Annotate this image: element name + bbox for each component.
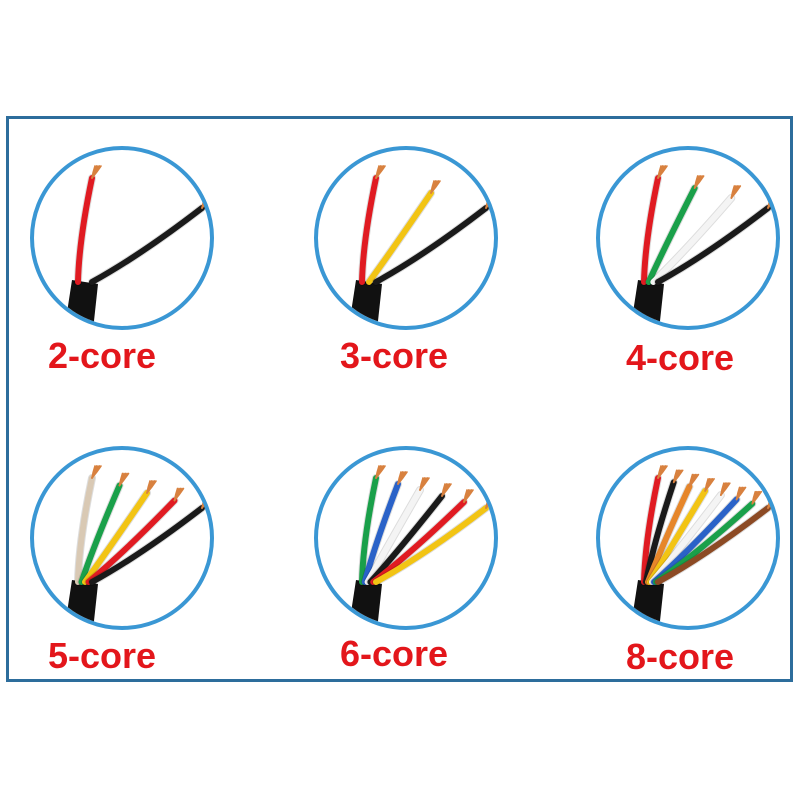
wire-1	[75, 475, 95, 585]
circle-frame	[30, 146, 214, 330]
copper-tip-1	[375, 465, 386, 479]
cable-card-2-core	[22, 138, 222, 398]
copper-tip-5	[720, 482, 731, 496]
wire-5	[89, 505, 205, 585]
wire-2	[366, 190, 434, 285]
label-8-core: 8-core	[626, 636, 735, 677]
circle-frame	[314, 146, 498, 330]
wire-8	[655, 505, 771, 585]
circle-frame	[596, 146, 780, 330]
copper-tip-1	[375, 165, 386, 179]
copper-tip-4	[441, 483, 452, 497]
wire-4	[85, 497, 178, 585]
copper-tip-1	[91, 465, 102, 479]
wire-1	[641, 175, 661, 285]
copper-tip-2	[672, 469, 684, 484]
cable-card-6-core	[306, 438, 506, 698]
copper-tip-6	[735, 486, 747, 501]
wire-3	[82, 490, 150, 585]
copper-tip-5	[463, 489, 474, 503]
cable-3-core-image	[314, 146, 498, 330]
label-4-core: 4-core	[626, 337, 735, 378]
wire-2	[645, 185, 698, 285]
wire-1	[359, 475, 379, 585]
wire-3	[650, 195, 735, 285]
copper-tip-3	[146, 480, 157, 494]
wire-1	[641, 475, 661, 585]
wire-1	[359, 175, 379, 285]
wire-4	[367, 493, 445, 585]
wire-6	[373, 505, 489, 585]
label-6-core: 6-core	[340, 633, 449, 674]
cable-4-core-image	[596, 146, 780, 330]
copper-tip-1	[91, 165, 102, 179]
wire-4	[655, 205, 771, 285]
label-3-core: 3-core	[340, 335, 449, 376]
cable-card-8-core	[588, 438, 788, 698]
copper-tip-1	[657, 165, 668, 179]
wire-3	[364, 487, 423, 585]
cable-card-5-core	[22, 438, 222, 698]
cable-2-core-image	[30, 146, 214, 330]
cable-5-core-image	[30, 446, 214, 630]
wire-2	[643, 479, 677, 585]
wire-2	[78, 482, 123, 585]
wire-3	[373, 205, 489, 285]
wire-3	[645, 483, 693, 585]
wire-2	[361, 481, 401, 585]
cable-6-core-image	[314, 446, 498, 630]
copper-tip-1	[657, 465, 668, 479]
cable-card-4-core	[588, 138, 788, 398]
copper-tip-3	[419, 477, 430, 491]
label-5-core: 5-core	[48, 635, 157, 676]
copper-tip-4	[704, 478, 715, 492]
cable-8-core-image	[596, 446, 780, 630]
copper-tip-3	[730, 185, 742, 199]
label-2-core: 2-core	[48, 335, 157, 376]
cable-card-3-core	[306, 138, 506, 398]
copper-tip-2	[118, 472, 130, 487]
wire-1	[75, 175, 95, 285]
copper-tip-2	[693, 175, 705, 189]
copper-tip-7	[751, 490, 763, 505]
copper-tip-2	[397, 471, 408, 485]
wire-2	[89, 205, 205, 285]
wire-5	[370, 499, 467, 585]
copper-tip-2	[430, 180, 441, 194]
copper-tip-4	[173, 487, 185, 502]
copper-tip-3	[688, 473, 700, 488]
